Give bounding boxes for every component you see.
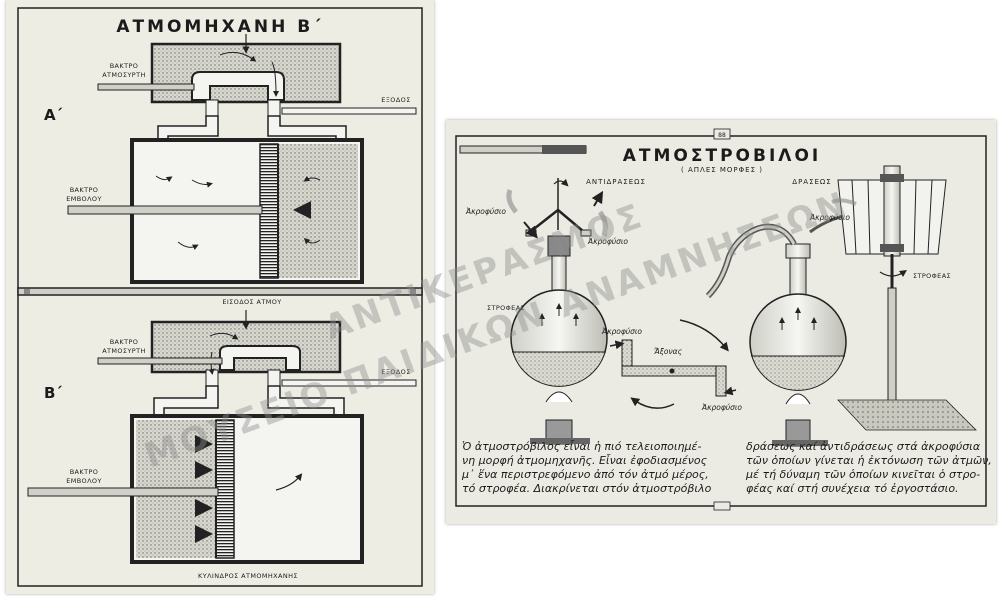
caption-left-line1: Ὁ ἀτμοστρόβιλος εἶναι ἡ πιό τελειοποιημέ… [462, 440, 701, 453]
steam-engine-diagram: ΑΤΜΟΜΗΧΑΝΗ Β΄ Α΄ ΒΑΚΤΡΟ ΑΤΜΟΣΥΡΤΗ ΕΞΟΔΟΣ… [17, 7, 423, 587]
valve-rod-b [97, 357, 223, 365]
steam-turbine-diagram: 88 ΑΤΜΟΣΤΡΟΒΙΛΟΙ ( ΑΠΛΕΣ ΜΟΡΦΕΣ ) ΑΝΤΙΔΡ… [455, 128, 992, 511]
caption-left-block: Ὁ ἀτμοστρόβιλος εἶναι ἡ πιό τελειοποιημέ… [461, 440, 712, 495]
poster-title: ΑΤΜΟΣΤΡΟΒΙΛΟΙ [623, 146, 821, 166]
section-divider [17, 287, 423, 296]
steam-engine-poster: ΑΤΜΟΜΗΧΑΝΗ Β΄ Α΄ ΒΑΚΤΡΟ ΑΤΜΟΣΥΡΤΗ ΕΞΟΔΟΣ… [6, 0, 434, 594]
valve-rod-label-b-line2: ΑΤΜΟΣΥΡΤΗ [102, 347, 146, 355]
steam-chest-b [150, 310, 342, 387]
rotor-label-left: ΣΤΡΟΦΕΑΣ [487, 304, 525, 312]
piston-rod-a [67, 205, 263, 215]
nozzle-label-right: Ἀκροφύσιο [587, 237, 628, 246]
caption-right-line1: δράσεως καί ἀντιδράσεως στά ἀκροφύσια [746, 440, 981, 453]
exhaust-pipe-a [281, 107, 417, 115]
paddle-rotor [831, 165, 977, 431]
caption-right-line3: μέ τή δύναμη τῶν ὁποίων κινεῖται ὁ στρο- [745, 468, 980, 481]
action-turbine-flask [705, 210, 859, 447]
reaction-turbine-flask [506, 178, 608, 445]
valve-rod-a [97, 83, 195, 91]
piston-rod-label-b-line1: ΒΑΚΤΡΟ [70, 468, 99, 476]
caption-left-line3: μ᾿ ἕνα περιστρεφόμενο ἀπό τόν ἀτμό μέρος… [461, 468, 709, 481]
caption-right-block: δράσεως καί ἀντιδράσεως στά ἀκροφύσια τῶ… [745, 440, 992, 495]
steam-turbine-poster: 88 ΑΤΜΟΣΤΡΟΒΙΛΟΙ ( ΑΠΛΕΣ ΜΟΡΦΕΣ ) ΑΝΤΙΔΡ… [446, 120, 996, 524]
rotor-detail [609, 319, 737, 409]
poster-subtitle: ( ΑΠΛΕΣ ΜΟΡΦΕΣ ) [681, 166, 763, 174]
valve-rod-label-b-line1: ΒΑΚΤΡΟ [110, 338, 139, 346]
cylinder-label: ΚΥΛΙΝΔΡΟΣ ΑΤΜΟΜΗΧΑΝΗΣ [198, 572, 298, 580]
caption-left-line4: τό στροφέα. Διακρίνεται στόν ἀτμοστρόβιλ… [462, 482, 712, 495]
action-heading: ΔΡΑΣΕΩΣ [792, 178, 831, 186]
nozzle-label-middle-bottom: Ἀκροφύσιο [701, 403, 742, 412]
piston-rod-label-b-line2: ΕΜΒΟΛΟΥ [66, 477, 102, 485]
valve-rod-label-a-line1: ΒΑΚΤΡΟ [110, 62, 139, 70]
reaction-heading: ΑΝΤΙΔΡΑΣΕΩΣ [586, 178, 646, 186]
steam-chest-a [150, 34, 342, 117]
nozzle-label-middle-top: Ἀκροφύσιο [601, 327, 642, 336]
section-a-label: Α΄ [44, 106, 63, 124]
rotor-label-right: ΣΤΡΟΦΕΑΣ [913, 272, 951, 280]
piston-rod-b [27, 487, 219, 497]
exit-label-b: ΕΞΟΔΟΣ [381, 368, 410, 376]
caption-right-line4: φέας καί στή συνέχεια τό ἐργοστάσιο. [746, 482, 959, 495]
nozzle-label-action: Ἀκροφύσιο [809, 213, 850, 222]
exhaust-pipe-b [281, 379, 417, 387]
caption-right-line2: τῶν ὁποίων γίνεται ἡ ἐκτόνωση τῶν ἀτμῶν, [746, 454, 992, 467]
caption-left-line2: νη μορφή ἀτμομηχανῆς. Εἶναι ἐφοδιασμένος [462, 454, 708, 467]
valve-rod-label-a-line2: ΑΤΜΟΣΥΡΤΗ [102, 71, 146, 79]
poster-border [17, 7, 423, 587]
corner-number: 88 [718, 132, 726, 139]
section-b-label: Β΄ [44, 384, 62, 402]
poster-title: ΑΤΜΟΜΗΧΑΝΗ Β΄ [116, 17, 323, 37]
piston-rod-label-a-line2: ΕΜΒΟΛΟΥ [66, 195, 102, 203]
steam-inlet-label: ΕΙΣΟΔΟΣ ΑΤΜΟΥ [222, 298, 281, 306]
exit-label-a: ΕΞΟΔΟΣ [381, 96, 410, 104]
piston-rod-label-a-line1: ΒΑΚΤΡΟ [70, 186, 99, 194]
nozzle-label-left: Ἀκροφύσιο [465, 207, 506, 216]
axis-label: Ἄξονας [654, 347, 683, 356]
